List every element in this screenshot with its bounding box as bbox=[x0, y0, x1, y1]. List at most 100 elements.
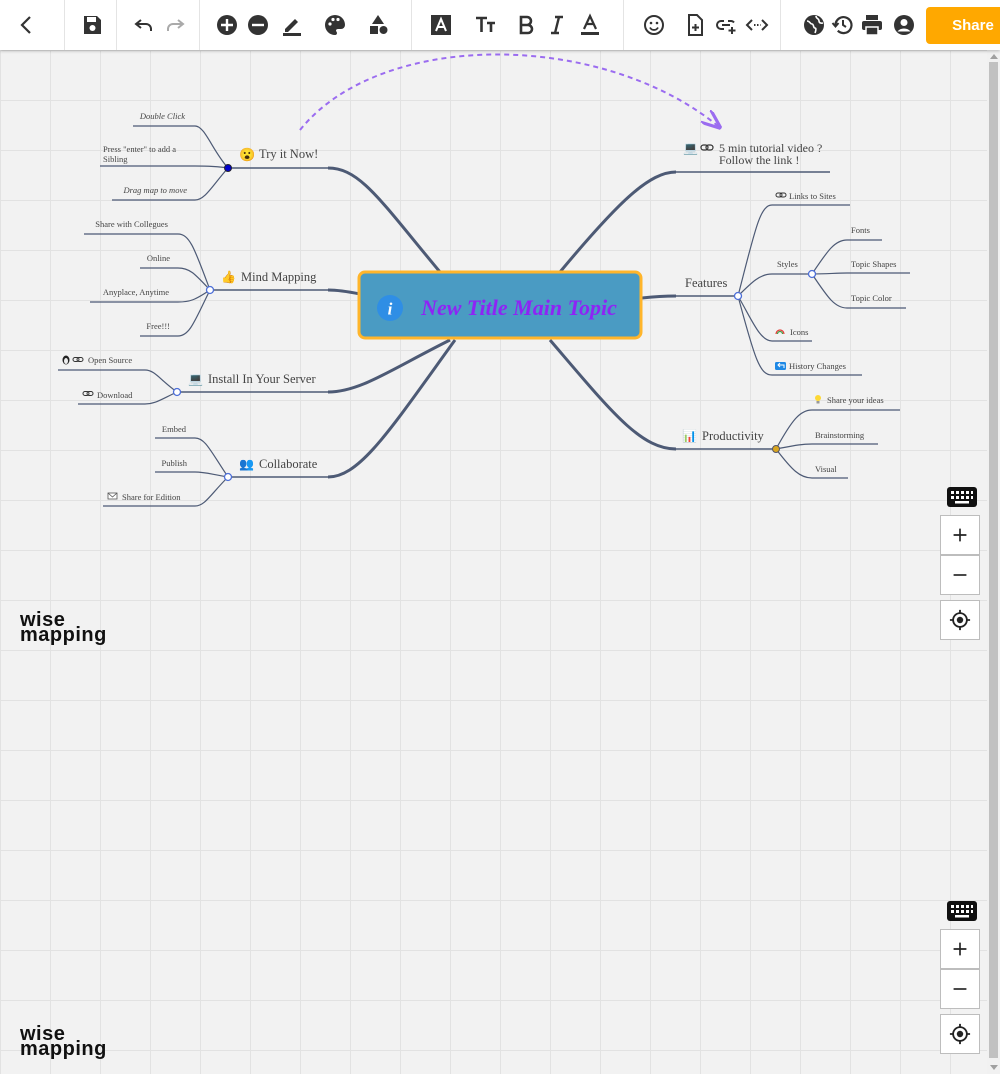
toolbar-divider bbox=[199, 0, 200, 50]
redo-icon[interactable] bbox=[160, 10, 190, 40]
collapse-toggle-styles[interactable] bbox=[807, 269, 817, 279]
bar-chart-icon: 📊 bbox=[682, 429, 697, 443]
laptop-icon: 💻 bbox=[188, 372, 203, 386]
logo-line1: wise bbox=[20, 609, 66, 631]
collapse-toggle-collab[interactable] bbox=[223, 472, 233, 482]
subtopic-fonts[interactable]: Fonts bbox=[851, 225, 870, 235]
keyboard-shortcuts-icon[interactable] bbox=[947, 900, 977, 922]
publish-icon[interactable] bbox=[799, 10, 829, 40]
wisemapping-logo: wise mapping bbox=[20, 1024, 107, 1059]
subtopic-styles[interactable]: Styles bbox=[777, 259, 798, 269]
subtopic-brainstorming[interactable]: Brainstorming bbox=[815, 430, 865, 440]
collapse-toggle-try[interactable] bbox=[224, 164, 232, 172]
emoji-icon[interactable] bbox=[639, 10, 669, 40]
main-branch-lines bbox=[327, 166, 677, 479]
zoom-in-button[interactable] bbox=[940, 929, 980, 969]
logo-line1: wise bbox=[20, 1023, 66, 1045]
topic-label: Productivity bbox=[702, 429, 765, 443]
subtopic-share-edition[interactable]: Share for Edition bbox=[107, 492, 181, 502]
central-topic[interactable]: i New Title Main Topic bbox=[357, 270, 643, 340]
vertical-scrollbar[interactable] bbox=[987, 50, 1000, 1074]
minus-icon bbox=[953, 988, 967, 990]
subtopic-online[interactable]: Online bbox=[147, 253, 170, 263]
subtopic-double-click[interactable]: Double Click bbox=[139, 111, 185, 121]
scroll-up-arrow[interactable] bbox=[990, 54, 998, 59]
delete-topic-icon[interactable] bbox=[243, 10, 273, 40]
subtopic-icons[interactable]: Icons bbox=[775, 327, 808, 337]
subtopic-open-source[interactable]: Open Source bbox=[62, 355, 133, 365]
subtopic-label: Share for Edition bbox=[122, 492, 181, 502]
subtopic-drag-map[interactable]: Drag map to move bbox=[122, 185, 187, 195]
undo-icon[interactable] bbox=[129, 10, 159, 40]
crosshair-icon bbox=[949, 1023, 971, 1045]
link-icon bbox=[72, 357, 84, 362]
topic-install-server[interactable]: 💻 Install In Your Server bbox=[188, 372, 316, 386]
back-arrow-icon[interactable] bbox=[12, 10, 42, 40]
center-map-button[interactable] bbox=[940, 600, 980, 640]
topic-collaborate[interactable]: 👥 Collaborate bbox=[239, 457, 318, 471]
toolbar: Share bbox=[0, 0, 1000, 50]
scrollbar-thumb[interactable] bbox=[989, 62, 998, 1058]
logo-line2: mapping bbox=[20, 624, 107, 646]
topic-features[interactable]: Features bbox=[685, 276, 727, 290]
subtopic-links-to-sites[interactable]: Links to Sites bbox=[775, 191, 836, 201]
account-icon[interactable] bbox=[889, 10, 919, 40]
mindmap-svg[interactable]: i New Title Main Topic 😮 Try it Now! Dou… bbox=[0, 50, 987, 1074]
plus-icon bbox=[953, 942, 967, 956]
topic-label-line2: Follow the link ! bbox=[719, 153, 799, 167]
subtopic-sibling[interactable]: Sibling bbox=[103, 154, 128, 164]
print-icon[interactable] bbox=[857, 10, 887, 40]
relationship-line[interactable] bbox=[299, 53, 718, 130]
font-type-icon[interactable] bbox=[426, 10, 456, 40]
add-topic-icon[interactable] bbox=[212, 10, 242, 40]
subtopic-topic-color[interactable]: Topic Color bbox=[851, 293, 892, 303]
relationship-icon[interactable] bbox=[742, 10, 772, 40]
topic-try-it-now[interactable]: 😮 Try it Now! bbox=[239, 147, 318, 162]
subtopic-free[interactable]: Free!!! bbox=[146, 321, 170, 331]
border-color-icon[interactable] bbox=[277, 10, 307, 40]
subtopic-embed[interactable]: Embed bbox=[162, 424, 187, 434]
scroll-down-arrow[interactable] bbox=[990, 1065, 998, 1070]
info-icon-glyph: i bbox=[388, 300, 393, 319]
topic-productivity[interactable]: 📊 Productivity bbox=[682, 429, 765, 443]
link-icon bbox=[700, 144, 714, 151]
subtopic-share-collegues[interactable]: Share with Collegues bbox=[95, 219, 168, 229]
font-size-icon[interactable] bbox=[470, 10, 500, 40]
link-icon bbox=[82, 391, 94, 396]
subtopic-label: Share your ideas bbox=[827, 395, 884, 405]
subtopic-download[interactable]: Download bbox=[82, 390, 133, 400]
font-color-icon[interactable] bbox=[575, 10, 605, 40]
collapse-toggle-features[interactable] bbox=[733, 291, 743, 301]
thumbs-up-icon: 👍 bbox=[221, 270, 236, 284]
fill-color-icon[interactable] bbox=[320, 10, 350, 40]
topic-mind-mapping[interactable]: 👍 Mind Mapping bbox=[221, 270, 317, 284]
link-icon[interactable] bbox=[711, 10, 741, 40]
zoom-out-button[interactable] bbox=[940, 555, 980, 595]
topic-shape-icon[interactable] bbox=[363, 10, 393, 40]
collapse-toggle-server[interactable] bbox=[172, 387, 182, 397]
mindmap-canvas[interactable]: i New Title Main Topic 😮 Try it Now! Dou… bbox=[0, 50, 987, 1074]
note-icon[interactable] bbox=[680, 10, 710, 40]
collapse-toggle-productivity[interactable] bbox=[772, 445, 780, 453]
topic-tutorial-video[interactable]: 💻 5 min tutorial video ? Follow the link… bbox=[683, 141, 822, 167]
center-map-button[interactable] bbox=[940, 1014, 980, 1054]
zoom-in-button[interactable] bbox=[940, 515, 980, 555]
bold-icon[interactable] bbox=[511, 10, 541, 40]
subtopic-history-changes[interactable]: History Changes bbox=[775, 361, 846, 371]
italic-icon[interactable] bbox=[542, 10, 572, 40]
subtopic-label: Download bbox=[97, 390, 133, 400]
zoom-out-button[interactable] bbox=[940, 969, 980, 1009]
subtopic-anyplace[interactable]: Anyplace, Anytime bbox=[103, 287, 169, 297]
collapse-toggle-mindmap[interactable] bbox=[205, 285, 215, 295]
subtopic-publish[interactable]: Publish bbox=[161, 458, 187, 468]
subtopic-share-ideas[interactable]: Share your ideas bbox=[815, 395, 884, 405]
toolbar-divider bbox=[64, 0, 65, 50]
subtopic-press-enter[interactable]: Press "enter" to add a bbox=[103, 144, 176, 154]
share-button[interactable]: Share bbox=[926, 7, 1000, 44]
history-icon[interactable] bbox=[828, 10, 858, 40]
save-icon[interactable] bbox=[77, 10, 107, 40]
keyboard-shortcuts-icon[interactable] bbox=[947, 486, 977, 508]
subtopic-visual[interactable]: Visual bbox=[815, 464, 837, 474]
subtopic-topic-shapes[interactable]: Topic Shapes bbox=[851, 259, 896, 269]
lightbulb-icon bbox=[815, 395, 821, 404]
